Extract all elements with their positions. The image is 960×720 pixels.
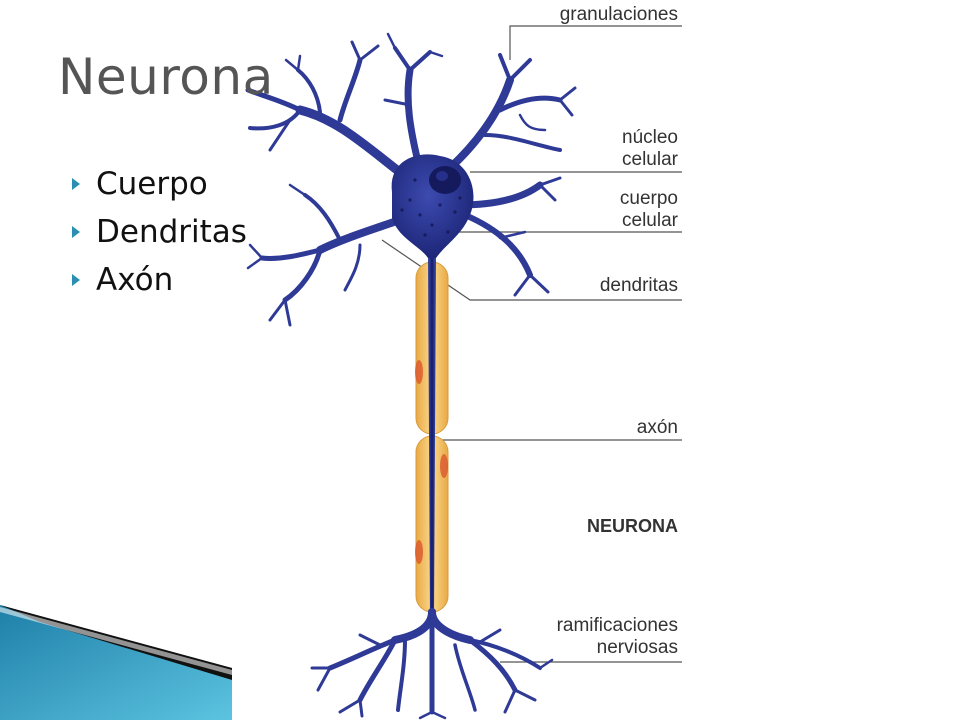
label-cuerpo-celular: cuerpo celular <box>560 188 678 232</box>
label-neurona: NEURONA <box>586 516 678 536</box>
bullet-arrow-icon <box>72 274 80 286</box>
bullet-list: Cuerpo Dendritas Axón <box>72 160 247 304</box>
label-axon: axón <box>636 417 678 438</box>
bullet-text: Axón <box>96 262 174 298</box>
label-line: celular <box>622 210 678 231</box>
page-title: Neurona <box>58 48 274 106</box>
bullet-arrow-icon <box>72 178 80 190</box>
label-ramificaciones-nerviosas: ramificaciones nerviosas <box>520 615 678 659</box>
label-line: ramificaciones <box>556 615 678 636</box>
label-line: cuerpo <box>619 188 678 209</box>
bullet-text: Dendritas <box>96 214 247 250</box>
axon-terminals <box>310 608 554 720</box>
label-granulaciones: granulaciones <box>559 4 678 25</box>
label-line: celular <box>622 149 678 170</box>
label-line: nerviosas <box>596 637 678 658</box>
bullet-arrow-icon <box>72 226 80 238</box>
bullet-item-dendritas: Dendritas <box>72 208 247 256</box>
label-nucleo-celular: núcleo celular <box>560 127 678 171</box>
label-line: núcleo <box>622 127 678 148</box>
bullet-text: Cuerpo <box>96 166 208 202</box>
cell-body <box>391 154 474 258</box>
bullet-item-cuerpo: Cuerpo <box>72 160 247 208</box>
label-dendritas: dendritas <box>599 275 678 296</box>
bullet-item-axon: Axón <box>72 256 247 304</box>
